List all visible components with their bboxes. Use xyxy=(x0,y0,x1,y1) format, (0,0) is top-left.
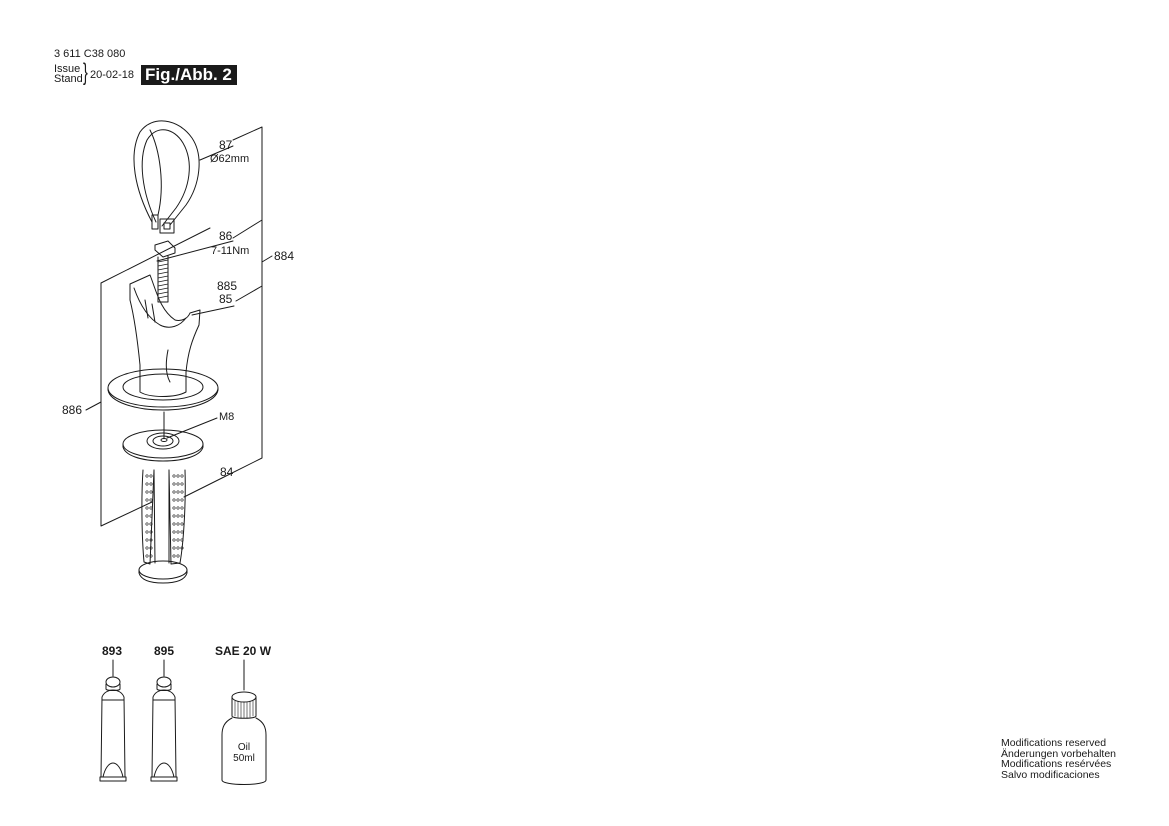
callout-86: 86 xyxy=(219,229,233,243)
figure-badge: Fig./Abb. 2 xyxy=(141,65,237,85)
grip-icon xyxy=(138,469,188,584)
brace-symbol: } xyxy=(83,59,88,86)
handle-head-icon xyxy=(129,274,201,397)
grease-tube-895-icon xyxy=(150,676,178,782)
guard-disc-icon xyxy=(107,368,219,411)
leader-87 xyxy=(199,145,234,161)
callout-84: 84 xyxy=(220,465,234,479)
notice-en: Modifications reserved xyxy=(1001,737,1107,749)
callout-885: 885 xyxy=(217,279,238,293)
stand-label: Stand xyxy=(54,73,83,85)
callout-85: 85 xyxy=(219,292,233,306)
notice-de: Änderungen vorbehalten xyxy=(1001,747,1117,760)
document-number: 3 611 C38 080 xyxy=(54,48,126,60)
callout-87: 87 xyxy=(219,138,233,152)
notice-es: Salvo modificaciones xyxy=(1001,768,1100,781)
callout-895: 895 xyxy=(154,644,175,658)
notice-fr: Modifications resérvées xyxy=(1001,758,1112,770)
assembly-bracket-right xyxy=(221,126,273,479)
modifications-notice: Modifications reserved Änderungen vorbeh… xyxy=(1001,738,1116,780)
grease-tube-893-icon xyxy=(99,676,127,782)
oil-bottle-label: Oil 50ml xyxy=(224,742,264,764)
callout-sae-20w: SAE 20 W xyxy=(215,644,272,658)
callout-886: 886 xyxy=(62,403,83,417)
oil-label-line1: Oil xyxy=(237,742,251,753)
callout-893: 893 xyxy=(102,644,123,658)
callout-884: 884 xyxy=(274,249,295,263)
issue-date: 20-02-18 xyxy=(90,69,135,81)
assembly-bracket-left xyxy=(85,227,211,527)
oil-bottle-icon xyxy=(221,691,267,785)
callout-strap-diameter: Ø62mm xyxy=(210,153,250,165)
oil-label-line2: 50ml xyxy=(233,753,255,764)
issue-label: Issue xyxy=(54,63,81,75)
issue-labels: Issue Stand xyxy=(54,63,83,85)
strap-icon xyxy=(133,120,200,234)
nut-disc-icon xyxy=(122,429,204,462)
callout-bolt-torque: 7-11Nm xyxy=(211,245,250,257)
callout-m8: M8 xyxy=(219,411,235,423)
bolt-icon xyxy=(154,240,176,303)
